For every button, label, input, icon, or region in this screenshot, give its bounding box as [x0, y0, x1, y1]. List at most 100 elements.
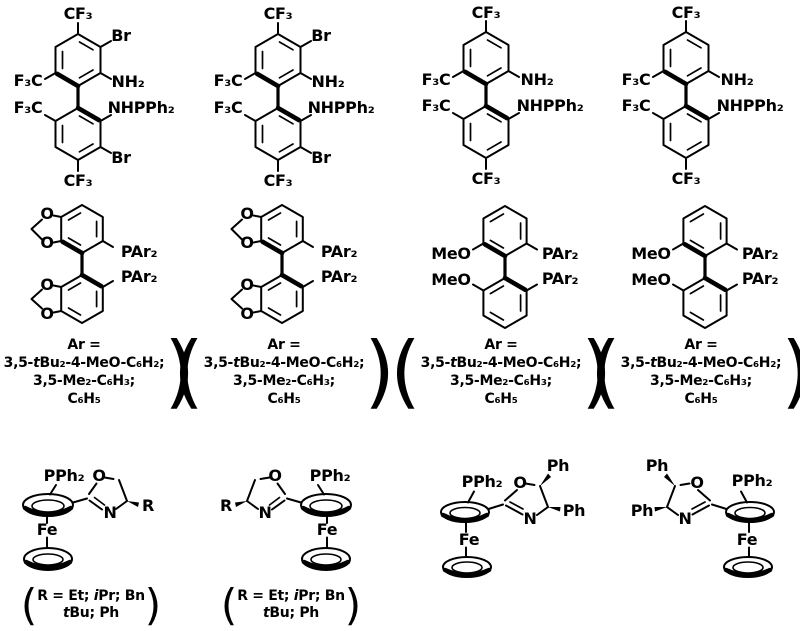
substituent-label-par2-bottom: PAr₂ — [741, 269, 779, 288]
open-paren: ( — [220, 579, 238, 630]
r-substituents-note: ( R = Et; iPr; Bn tBu; Ph ) — [220, 579, 362, 630]
note-line: 3,5-tBu₂-4-MeO-C₆H₂; — [3, 355, 165, 371]
note-line: Ar = — [267, 337, 301, 353]
substituent-label-br-top: Br — [111, 26, 131, 45]
structure-cell-r3c2: PPh₂ O N R Fe ( R = Et; iPr; Bn tBu; Ph … — [200, 440, 400, 631]
note-lines: Ar = 3,5-tBu₂-4-MeO-C₆H₂; 3,5-Me₂-C₆H₃; … — [621, 336, 782, 408]
note-line: Ar = — [684, 337, 718, 353]
substituent-label-cf3-bottom: CF₃ — [671, 169, 701, 188]
close-paren: ) — [364, 326, 395, 418]
substituent-label-par2-bottom: PAr₂ — [120, 267, 158, 286]
ar-substituents-note: ( Ar = 3,5-tBu₂-4-MeO-C₆H₂; 3,5-Me₂-C₆H₃… — [0, 326, 195, 418]
note-line: 3,5-tBu₂-4-MeO-C₆H₂; — [420, 355, 582, 371]
molecule-drawing — [400, 440, 600, 631]
atom-label-o: O — [40, 275, 54, 294]
substituent-label-ph-left: Ph — [630, 501, 654, 520]
substituent-label-cf3-top: CF₃ — [63, 4, 93, 23]
note-line: R = Et; iPr; Bn — [237, 587, 345, 604]
substituent-label-cf3-bottom: CF₃ — [471, 169, 501, 188]
note-line: C₆H₅ — [67, 391, 101, 407]
atom-label-o: O — [240, 233, 254, 252]
substituent-label-r: R — [219, 496, 233, 515]
substituent-label-ph-top: Ph — [546, 456, 570, 475]
substituent-label-nh2: NH₂ — [111, 72, 145, 91]
note-line: 3,5-tBu₂-4-MeO-C₆H₂; — [203, 355, 365, 371]
atom-label-n: N — [678, 509, 692, 528]
structure-cell-r2c2: O O PAr₂ PAr₂ O O ( Ar = 3,5-tBu₂-4-MeO-… — [173, 195, 400, 440]
r-substituents-note: ( R = Et; iPr; Bn tBu; Ph ) — [20, 579, 162, 630]
substituent-label-br-bottom: Br — [111, 148, 131, 167]
substituent-label-meo-bottom: MeO — [631, 270, 671, 289]
substituent-label-nh2: NH₂ — [311, 72, 345, 91]
substituent-label-f3c-upper: F₃C — [13, 71, 43, 90]
open-paren: ( — [0, 332, 4, 412]
substituent-label-pph2: PPh₂ — [309, 466, 351, 485]
substituent-label-f3c-lower: F₃C — [621, 96, 651, 115]
note-line: 3,5-tBu₂-4-MeO-C₆H₂; — [620, 355, 782, 371]
substituent-label-pph2: PPh₂ — [461, 472, 503, 491]
close-paren: ) — [581, 326, 612, 418]
atom-label-n: N — [258, 503, 272, 522]
atom-label-o: O — [513, 473, 527, 492]
substituent-label-nhpph2: NHPPh₂ — [307, 98, 375, 117]
structure-cell-r2c1: O O PAr₂ PAr₂ O O ( Ar = 3,5-tBu₂-4-MeO-… — [0, 195, 200, 440]
atom-label-o: O — [240, 275, 254, 294]
substituent-label-par2-bottom: PAr₂ — [541, 269, 579, 288]
substituent-label-par2-top: PAr₂ — [320, 242, 358, 261]
molecule-drawing — [600, 440, 800, 631]
substituent-label-par2-bottom: PAr₂ — [320, 267, 358, 286]
atom-label-o: O — [240, 204, 254, 223]
substituent-label-nhpph2: NHPPh₂ — [516, 96, 584, 115]
substituent-label-meo-top: MeO — [631, 244, 671, 263]
note-lines: R = Et; iPr; Bn tBu; Ph — [37, 588, 145, 622]
ar-substituents-note: ( Ar = 3,5-tBu₂-4-MeO-C₆H₂; 3,5-Me₂-C₆H₃… — [390, 326, 612, 418]
substituent-label-meo-top: MeO — [431, 244, 471, 263]
atom-label-o: O — [40, 304, 54, 323]
atom-label-fe: Fe — [316, 520, 338, 539]
substituent-label-par2-top: PAr₂ — [541, 244, 579, 263]
note-line: C₆H₅ — [484, 391, 518, 407]
note-line: C₆H₅ — [267, 391, 301, 407]
open-paren: ( — [590, 326, 621, 418]
note-lines: Ar = 3,5-tBu₂-4-MeO-C₆H₂; 3,5-Me₂-C₆H₃; … — [4, 336, 165, 408]
open-paren: ( — [20, 579, 38, 630]
substituent-label-br-bottom: Br — [311, 148, 331, 167]
substituent-label-cf3-top: CF₃ — [471, 3, 501, 22]
substituent-label-meo-bottom: MeO — [431, 270, 471, 289]
note-line: tBu; Ph — [63, 604, 119, 621]
substituent-label-f3c-upper: F₃C — [213, 71, 243, 90]
structure-cell-r1c4: CF₃ F₃C NH₂ F₃C NHPPh₂ CF₃ — [600, 0, 800, 195]
atom-label-n: N — [523, 509, 537, 528]
structure-cell-r2c3: MeO PAr₂ MeO PAr₂ ( Ar = 3,5-tBu₂-4-MeO-… — [390, 195, 612, 440]
atom-label-fe: Fe — [36, 520, 58, 539]
note-line: Ar = — [484, 337, 518, 353]
substituent-label-f3c-upper: F₃C — [421, 70, 451, 89]
close-paren: ) — [344, 579, 362, 630]
note-line: R = Et; iPr; Bn — [37, 587, 145, 604]
note-lines: Ar = 3,5-tBu₂-4-MeO-C₆H₂; 3,5-Me₂-C₆H₃; … — [421, 336, 582, 408]
ar-substituents-note: ( Ar = 3,5-tBu₂-4-MeO-C₆H₂; 3,5-Me₂-C₆H₃… — [173, 326, 395, 418]
substituent-label-pph2: PPh₂ — [43, 466, 85, 485]
atom-label-o: O — [690, 473, 704, 492]
substituent-label-pph2: PPh₂ — [731, 471, 773, 490]
substituent-label-f3c-lower: F₃C — [13, 98, 43, 117]
atom-label-n: N — [103, 503, 117, 522]
open-paren: ( — [390, 326, 421, 418]
substituent-label-f3c-lower: F₃C — [421, 96, 451, 115]
close-paren: ) — [144, 579, 162, 630]
note-line: tBu; Ph — [263, 604, 319, 621]
substituent-label-cf3-bottom: CF₃ — [63, 171, 93, 190]
substituent-label-nhpph2: NHPPh₂ — [716, 96, 784, 115]
substituent-label-f3c-upper: F₃C — [621, 70, 651, 89]
structure-cell-r2c4: MeO PAr₂ MeO PAr₂ ( Ar = 3,5-tBu₂-4-MeO-… — [590, 195, 800, 440]
substituent-label-br-top: Br — [311, 26, 331, 45]
substituent-label-f3c-lower: F₃C — [213, 98, 243, 117]
close-paren: ) — [164, 326, 195, 418]
substituent-label-nhpph2: NHPPh₂ — [107, 98, 175, 117]
atom-label-o: O — [40, 233, 54, 252]
open-paren: ( — [173, 326, 204, 418]
structure-cell-r1c3: CF₃ F₃C NH₂ F₃C NHPPh₂ CF₃ — [400, 0, 600, 195]
ar-substituents-note: ( Ar = 3,5-tBu₂-4-MeO-C₆H₂; 3,5-Me₂-C₆H₃… — [590, 326, 800, 418]
substituent-label-nh2: NH₂ — [720, 70, 754, 89]
